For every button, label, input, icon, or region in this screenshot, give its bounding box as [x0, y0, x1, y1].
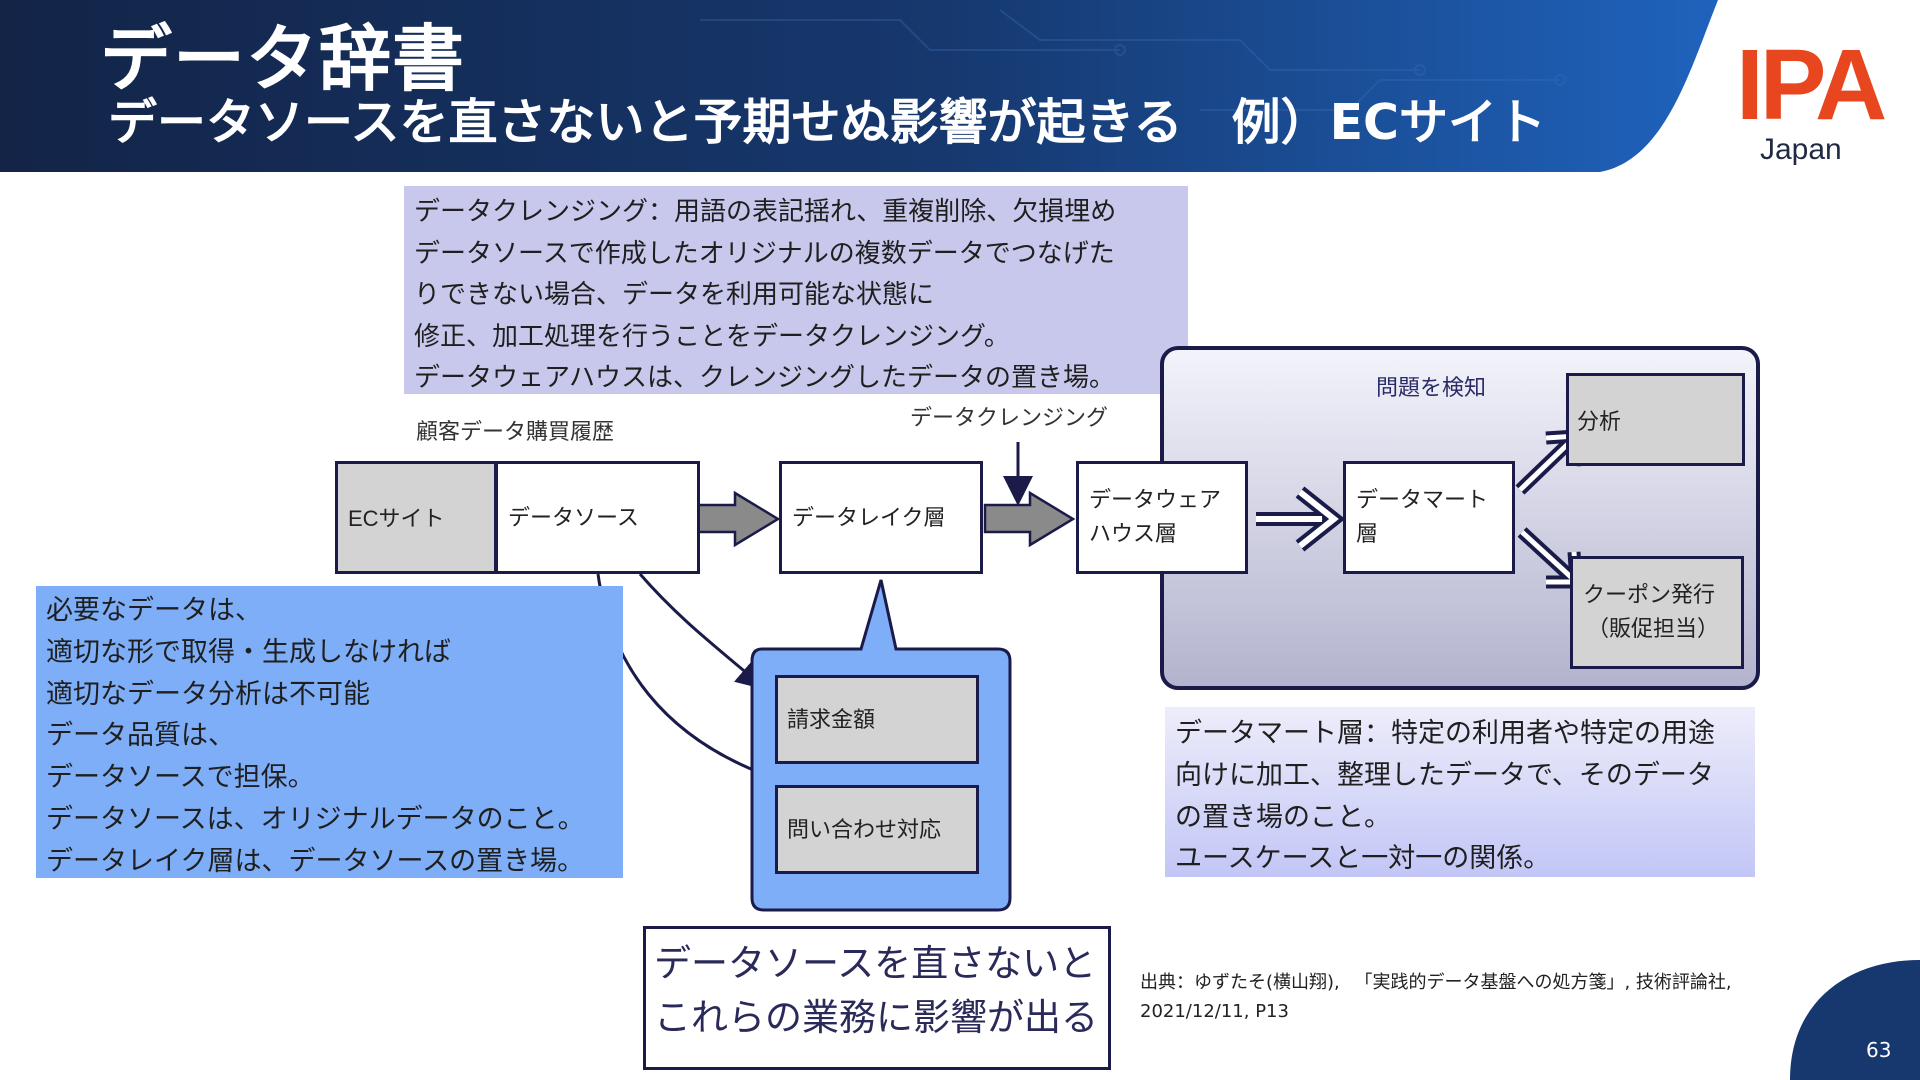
note-line: データクレンジング：用語の表記揺れ、重複削除、欠損埋め: [414, 197, 1117, 227]
customer-data-label: 顧客データ購買履歴: [416, 420, 615, 445]
slide-title: データ辞書: [100, 17, 466, 101]
note-line: データウェアハウスは、クレンジングしたデータの置き場。: [414, 363, 1115, 393]
source-line2: 2021/12/11, P13: [1140, 1001, 1289, 1022]
note-line: 適切なデータ分析は不可能: [46, 678, 370, 710]
data-lake-box: データレイク層: [779, 461, 983, 574]
note-line: データ品質は、: [46, 720, 235, 752]
impact-callout: データソースを直さないと これらの業務に影響が出る: [643, 926, 1111, 1070]
curve-source-to-billing: [638, 573, 767, 690]
analysis-label: 分析: [1577, 410, 1622, 435]
slide-subtitle: データソースを直さないと予期せぬ影響が起きる 例）ECサイト: [108, 94, 1547, 151]
impact-line1: データソースを直さないと: [654, 942, 1097, 985]
note-line: 必要なデータは、: [46, 595, 262, 626]
inquiry-label: 問い合わせ対応: [787, 818, 942, 843]
note-line: りできない場合、データを利用可能な状態に: [414, 280, 935, 310]
ec-site-box: ECサイト: [335, 461, 497, 574]
note-line: データレイク層は、データソースの置き場。: [46, 845, 585, 877]
arrow-dwh-to-mart: [1256, 486, 1346, 552]
billing-label: 請求金額: [787, 708, 876, 733]
note-data-cleansing: データクレンジング：用語の表記揺れ、重複削除、欠損埋め データソースで作成したオ…: [404, 186, 1188, 394]
note-data-quality: 必要なデータは、 適切な形で取得・生成しなければ 適切なデータ分析は不可能 デー…: [36, 586, 623, 878]
data-source-box: データソース: [495, 461, 700, 574]
coupon-label-line1: クーポン発行: [1583, 583, 1716, 608]
mart-label-line1: データマート: [1356, 488, 1489, 513]
source-line1: 出典：ゆずたそ(横山翔), 「実践的データ基盤への処方箋」, 技術評論社,: [1140, 972, 1732, 993]
dwh-box: データウェア ハウス層: [1076, 461, 1248, 574]
note-line: データソースで担保。: [46, 762, 315, 794]
mart-label-line2: 層: [1356, 522, 1379, 547]
note-line: 適切な形で取得・生成しなければ: [46, 636, 451, 668]
note-line: 修正、加工処理を行うことをデータクレンジング。: [414, 321, 1010, 352]
header-background: [0, 0, 1718, 172]
impact-line2: これらの業務に影響が出る: [654, 996, 1098, 1039]
data-mart-box: データマート 層: [1343, 461, 1515, 574]
inquiry-box: 問い合わせ対応: [775, 785, 979, 874]
arrow-mart-to-coupon: [1517, 527, 1583, 589]
note-line: ユースケースと一対一の関係。: [1175, 843, 1551, 875]
page-corner-shape: [1790, 960, 1920, 1080]
panel-label: 問題を検知: [1376, 376, 1487, 401]
dwh-label-line2: ハウス層: [1089, 522, 1178, 547]
billing-box: 請求金額: [775, 675, 979, 764]
source-citation: 出典：ゆずたそ(横山翔), 「実践的データ基盤への処方箋」, 技術評論社, 20…: [1140, 968, 1732, 1026]
note-data-mart: データマート層：特定の利用者や特定の用途 向けに加工、整理したデータで、そのデー…: [1165, 707, 1755, 877]
coupon-label-line2: （販促担当）: [1587, 617, 1720, 642]
note-line: 向けに加工、整理したデータで、そのデータ: [1175, 759, 1714, 791]
coupon-box: クーポン発行 （販促担当）: [1570, 556, 1744, 669]
ipa-logo-japan: Japan: [1760, 133, 1842, 166]
note-line: の置き場のこと。: [1175, 801, 1391, 833]
arrow-source-to-lake: [696, 490, 781, 548]
ec-site-label: ECサイト: [348, 506, 445, 531]
note-line: データマート層：特定の利用者や特定の用途: [1175, 718, 1715, 749]
data-source-label: データソース: [508, 506, 639, 531]
note-line: データソースで作成したオリジナルの複数データでつなげた: [414, 238, 1115, 269]
data-lake-label: データレイク層: [792, 506, 946, 531]
page-number: 63: [1866, 1038, 1892, 1062]
cleansing-label: データクレンジング: [910, 406, 1109, 431]
arrow-lake-to-dwh: [983, 490, 1076, 548]
analysis-box: 分析: [1566, 373, 1745, 466]
dwh-label-line1: データウェア: [1089, 488, 1222, 513]
ipa-logo: IPA: [1736, 29, 1887, 141]
note-line: データソースは、オリジナルデータのこと。: [46, 803, 585, 835]
